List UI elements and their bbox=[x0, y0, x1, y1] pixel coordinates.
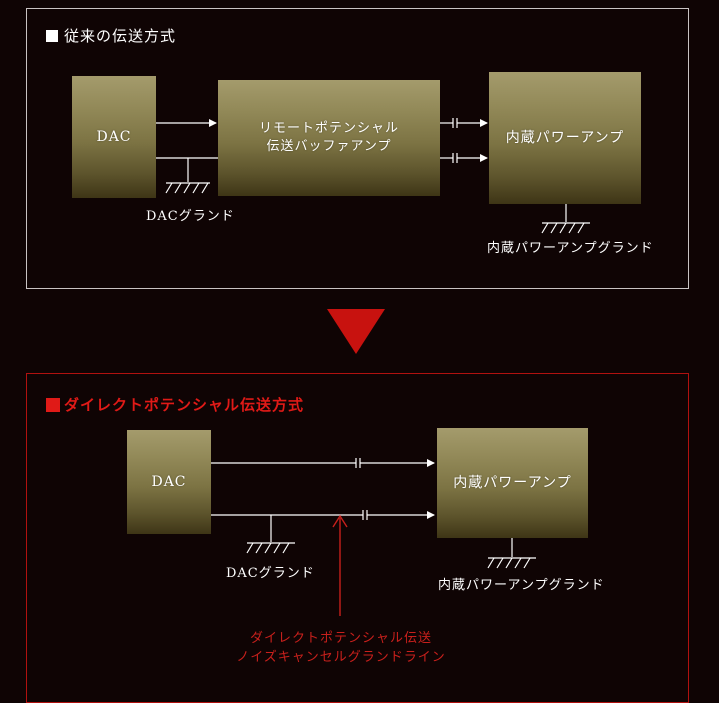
dac-ground-label: DACグランド bbox=[146, 209, 235, 224]
conventional-method-title-text: 従来の伝送方式 bbox=[64, 27, 177, 45]
internal-amp-block: 内蔵パワーアンプ bbox=[489, 72, 641, 204]
conventional-method-panel bbox=[26, 8, 689, 289]
bottom-dac-label: DAC bbox=[151, 474, 187, 490]
internal-amp-label: 内蔵パワーアンプ bbox=[505, 130, 625, 146]
dac-block: DAC bbox=[72, 76, 156, 198]
bottom-amp-ground-symbol-icon bbox=[487, 557, 536, 569]
bottom-amp-ground-label: 内蔵パワーアンプグランド bbox=[438, 578, 605, 593]
amp-ground-symbol-icon bbox=[541, 222, 590, 234]
bottom-internal-amp-label: 内蔵パワーアンプ bbox=[453, 475, 572, 491]
bottom-internal-amp-block: 内蔵パワーアンプ bbox=[437, 428, 588, 538]
bottom-dac-ground-label: DACグランド bbox=[226, 566, 315, 581]
buffer-amp-block: リモートポテンシャル 伝送バッファアンプ bbox=[218, 80, 440, 196]
annotation-line-2: ノイズキャンセルグランドライン bbox=[236, 650, 446, 665]
bottom-ground-line bbox=[211, 510, 435, 520]
annotation-line-1: ダイレクトポテンシャル伝送 bbox=[249, 631, 432, 646]
top-output-line-1 bbox=[440, 118, 488, 128]
dac-label: DAC bbox=[96, 129, 132, 145]
buffer-amp-label: リモートポテンシャル 伝送バッファアンプ bbox=[258, 121, 399, 154]
bottom-dac-ground-symbol-icon bbox=[246, 542, 295, 554]
amp-ground-label: 内蔵パワーアンプグランド bbox=[487, 241, 654, 256]
red-square-bullet-icon bbox=[46, 398, 60, 412]
bottom-dac-block: DAC bbox=[127, 430, 211, 534]
transition-arrow-icon bbox=[327, 309, 385, 354]
direct-method-title-text: ダイレクトポテンシャル伝送方式 bbox=[64, 396, 305, 414]
top-output-line-2 bbox=[440, 153, 488, 163]
direct-method-title: ダイレクトポテンシャル伝送方式 bbox=[46, 394, 304, 415]
square-bullet-icon bbox=[46, 30, 58, 42]
annotation-arrow-icon bbox=[332, 514, 348, 616]
conventional-method-title: 従来の伝送方式 bbox=[46, 25, 176, 46]
bottom-signal-line bbox=[211, 458, 435, 468]
ground-symbol-icon bbox=[165, 182, 210, 194]
